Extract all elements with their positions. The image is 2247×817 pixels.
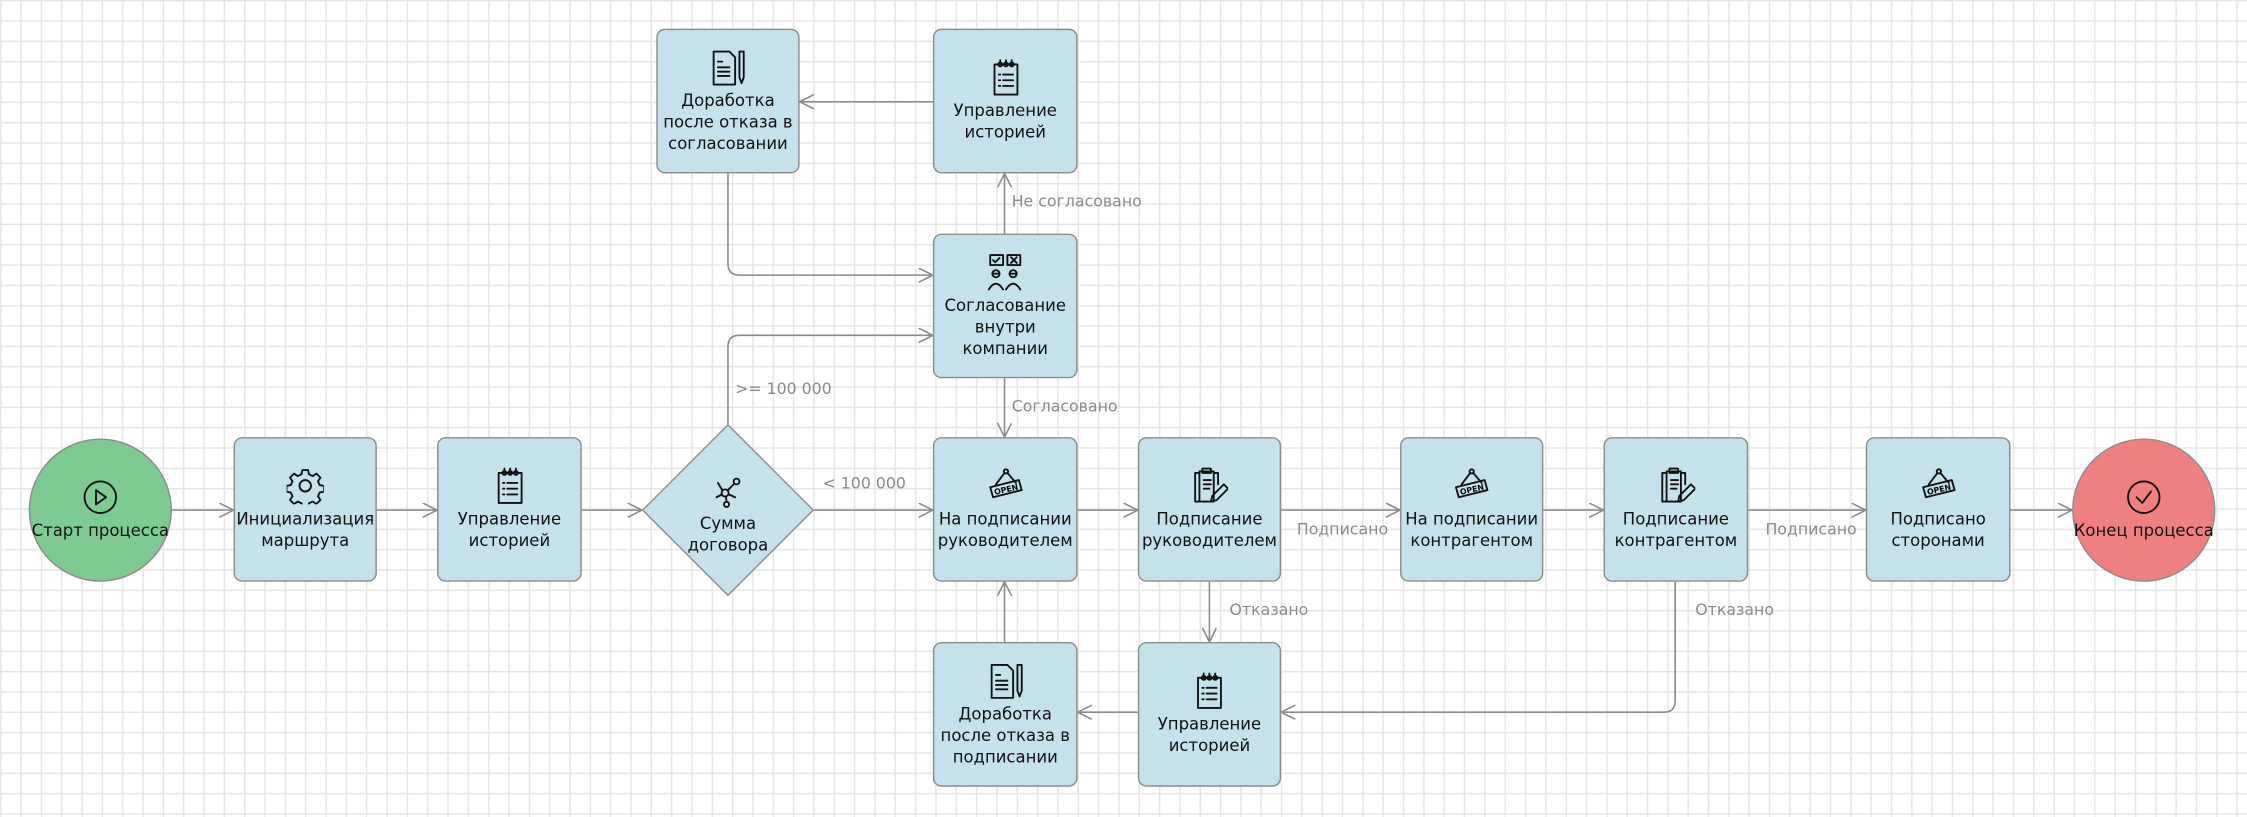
clipboard-pencil-icon bbox=[1660, 467, 1695, 503]
edge-label-refused: Отказано bbox=[1695, 600, 1775, 620]
notepad-icon bbox=[1197, 672, 1222, 709]
node-label-line: Подписание bbox=[1156, 508, 1263, 529]
node-label-line: компании bbox=[962, 337, 1049, 358]
edge-label-refused: Отказано bbox=[1229, 600, 1309, 620]
node-label-line: Инициализация bbox=[236, 508, 375, 529]
node-label-line: На подписании bbox=[938, 508, 1072, 529]
node-label-line: историей bbox=[1168, 735, 1251, 756]
notepad-icon bbox=[497, 467, 522, 504]
node-label-line: Подписано bbox=[1890, 508, 1986, 529]
edge-label-lt: < 100 000 bbox=[822, 474, 906, 493]
gear-icon bbox=[286, 469, 324, 505]
node-end[interactable]: Конец процесса bbox=[2072, 438, 2216, 582]
edge-signctr-history[interactable] bbox=[1281, 581, 1676, 712]
node-label-line: Управление bbox=[457, 508, 562, 529]
node-label-line: Конец процесса bbox=[2073, 520, 2214, 541]
edge-rework-approve[interactable] bbox=[727, 173, 933, 275]
open-sign-icon: OPEN bbox=[1921, 468, 1955, 499]
node-label-line: контрагентом bbox=[1614, 530, 1738, 551]
node-label-line: Доработка bbox=[958, 702, 1052, 723]
open-sign-icon: OPEN bbox=[1454, 468, 1489, 499]
node-label-line: маршрута bbox=[261, 530, 350, 551]
node-label-line: Сумма bbox=[699, 512, 757, 533]
node-label-line: Согласование bbox=[944, 294, 1066, 315]
node-label-line: Подписание bbox=[1622, 508, 1729, 529]
node-label-line: контрагентом bbox=[1410, 530, 1534, 551]
open-sign-icon: OPEN bbox=[988, 468, 1022, 499]
edge-label-notapproved: Не согласовано bbox=[1011, 192, 1142, 211]
node-label-line: руководителем bbox=[1141, 530, 1277, 551]
edge-label-signed: Подписано bbox=[1296, 520, 1389, 539]
node-label-line: после отказа в bbox=[663, 111, 793, 132]
node-label-line: внутри bbox=[974, 315, 1036, 337]
edge-label-signed: Подписано bbox=[1765, 520, 1857, 539]
network-icon bbox=[715, 476, 741, 508]
approval-people-icon bbox=[987, 253, 1021, 290]
node-label-line: историей bbox=[964, 121, 1046, 142]
clipboard-pencil-icon bbox=[1194, 467, 1229, 503]
node-label-line: Старт процесса bbox=[31, 520, 170, 541]
edge-label-gte: >= 100 000 bbox=[735, 379, 832, 399]
node-label-line: договора bbox=[687, 533, 769, 554]
edge-gateway-approve[interactable] bbox=[727, 335, 933, 425]
node-label-line: Управление bbox=[953, 100, 1057, 121]
gateway-diamond bbox=[641, 424, 814, 597]
check-circle-icon bbox=[2127, 480, 2161, 514]
node-label-line: руководителем bbox=[937, 530, 1073, 551]
node-label-line: Доработка bbox=[681, 89, 775, 110]
node-label-line: На подписании bbox=[1405, 508, 1539, 529]
node-label-line: подписании bbox=[952, 745, 1058, 766]
edge-label-approved: Согласовано bbox=[1011, 396, 1118, 416]
node-label-line: Управление bbox=[1157, 713, 1262, 734]
node-label-line: историей bbox=[468, 530, 551, 551]
node-start[interactable]: Старт процесса bbox=[28, 438, 172, 582]
node-label-line: после отказа в bbox=[940, 724, 1070, 745]
notepad-icon bbox=[992, 59, 1018, 96]
document-pencil-icon bbox=[712, 49, 745, 85]
document-pencil-icon bbox=[989, 663, 1022, 699]
node-label-line: сторонами bbox=[1891, 530, 1985, 551]
play-circle-icon bbox=[83, 480, 118, 514]
node-label-line: согласовании bbox=[668, 132, 788, 153]
